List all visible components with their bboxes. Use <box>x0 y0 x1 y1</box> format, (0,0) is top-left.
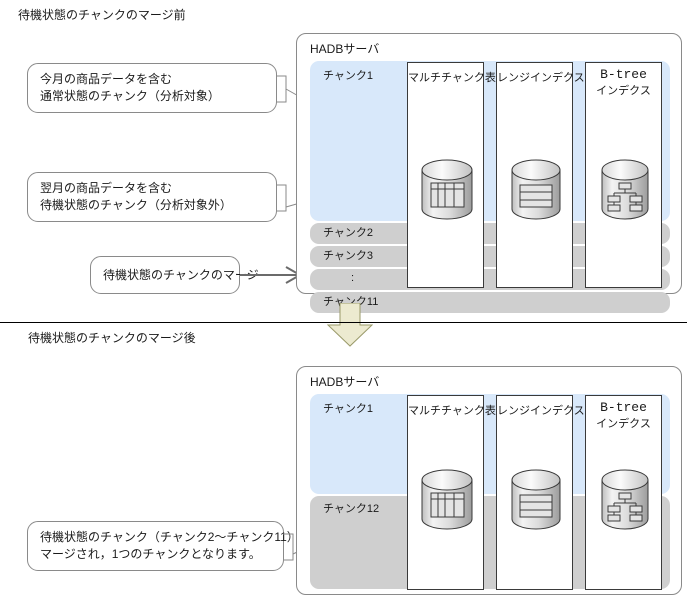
column-title-after-multichunk-table: マルチチャンク表 <box>408 405 496 417</box>
table-cylinder-icon <box>421 159 473 220</box>
column-title-multichunk-table: マルチチャンク表 <box>408 72 496 84</box>
callout-before-active: 今月の商品データを含む 通常状態のチャンク（分析対象） <box>27 63 277 113</box>
column-panel-after-range-index: レンジインデクス <box>496 395 585 590</box>
chunk-band-standby-2 <box>310 223 670 244</box>
callout-before-standby-line-1: 翌月の商品データを含む <box>40 181 173 195</box>
range-cylinder-icon <box>511 159 561 220</box>
callout-before-active-line-1: 今月の商品データを含む <box>40 72 173 86</box>
chunk-label-ellipsis: : <box>351 272 355 284</box>
column-panel-after-multichunk-table: マルチチャンク表 <box>407 395 496 590</box>
chunk-band-standby-11 <box>310 292 670 313</box>
server-box-after: HADBサーバ チャンク1 チャンク12 マルチチャンク表 レンジインデクス B… <box>296 366 682 595</box>
column-title-btree-index-line-1: B-tree <box>600 67 647 82</box>
chunk-label-after-12: チャンク12 <box>323 503 380 515</box>
chunk-label-2: チャンク2 <box>323 227 374 239</box>
section-caption-after: 待機状態のチャンクのマージ後 <box>28 331 196 345</box>
down-arrow-icon <box>327 303 373 347</box>
callout-merge-action-line-1: 待機状態のチャンクのマージ <box>103 267 259 282</box>
column-panel-range-index: レンジインデクス <box>496 62 585 288</box>
callout-before-standby: 翌月の商品データを含む 待機状態のチャンク（分析対象外） <box>27 172 277 222</box>
callout-merge-action: 待機状態のチャンクのマージ <box>90 256 259 294</box>
table-cylinder-icon <box>421 469 473 530</box>
callout-after-merged-line-1: 待機状態のチャンク（チャンク2〜チャンク11）が <box>40 530 311 544</box>
chunk-label-after-1: チャンク1 <box>323 403 374 415</box>
callout-after-merged-line-2: マージされ，1つのチャンクとなります。 <box>40 547 261 561</box>
btree-cylinder-icon <box>601 159 649 220</box>
column-title-btree-index-line-2: インデクス <box>596 85 651 97</box>
callout-before-standby-line-2: 待機状態のチャンク（分析対象外） <box>40 198 232 212</box>
chunk-band-standby-ellipsis <box>310 269 670 290</box>
range-cylinder-icon <box>511 469 561 530</box>
right-arrow-icon <box>240 266 303 284</box>
server-title-before: HADBサーバ <box>310 42 380 56</box>
column-title-after-btree-index-line-2: インデクス <box>596 418 651 430</box>
server-box-before: HADBサーバ チャンク1 チャンク2 チャンク3 : チャンク11 マルチチャ… <box>296 33 682 313</box>
column-title-range-index: レンジインデクス <box>497 72 585 84</box>
column-panel-multichunk-table: マルチチャンク表 <box>407 62 496 288</box>
server-title-after: HADBサーバ <box>310 375 380 389</box>
callout-after-merged: 待機状態のチャンク（チャンク2〜チャンク11）が マージされ，1つのチャンクとな… <box>27 521 311 571</box>
callout-before-active-line-2: 通常状態のチャンク（分析対象） <box>40 89 220 103</box>
chunk-label-3: チャンク3 <box>323 250 374 262</box>
section-caption-before: 待機状態のチャンクのマージ前 <box>18 8 186 22</box>
btree-cylinder-icon <box>601 469 649 530</box>
column-title-after-btree-index-line-1: B-tree <box>600 400 647 415</box>
column-title-after-range-index: レンジインデクス <box>497 405 585 417</box>
chunk-label-11: チャンク11 <box>323 296 379 308</box>
column-panel-btree-index: B-tree インデクス <box>585 62 662 288</box>
section-divider <box>0 322 687 323</box>
chunk-label-1: チャンク1 <box>323 70 374 82</box>
column-panel-after-btree-index: B-tree インデクス <box>585 395 662 590</box>
chunk-band-standby-3 <box>310 246 670 267</box>
